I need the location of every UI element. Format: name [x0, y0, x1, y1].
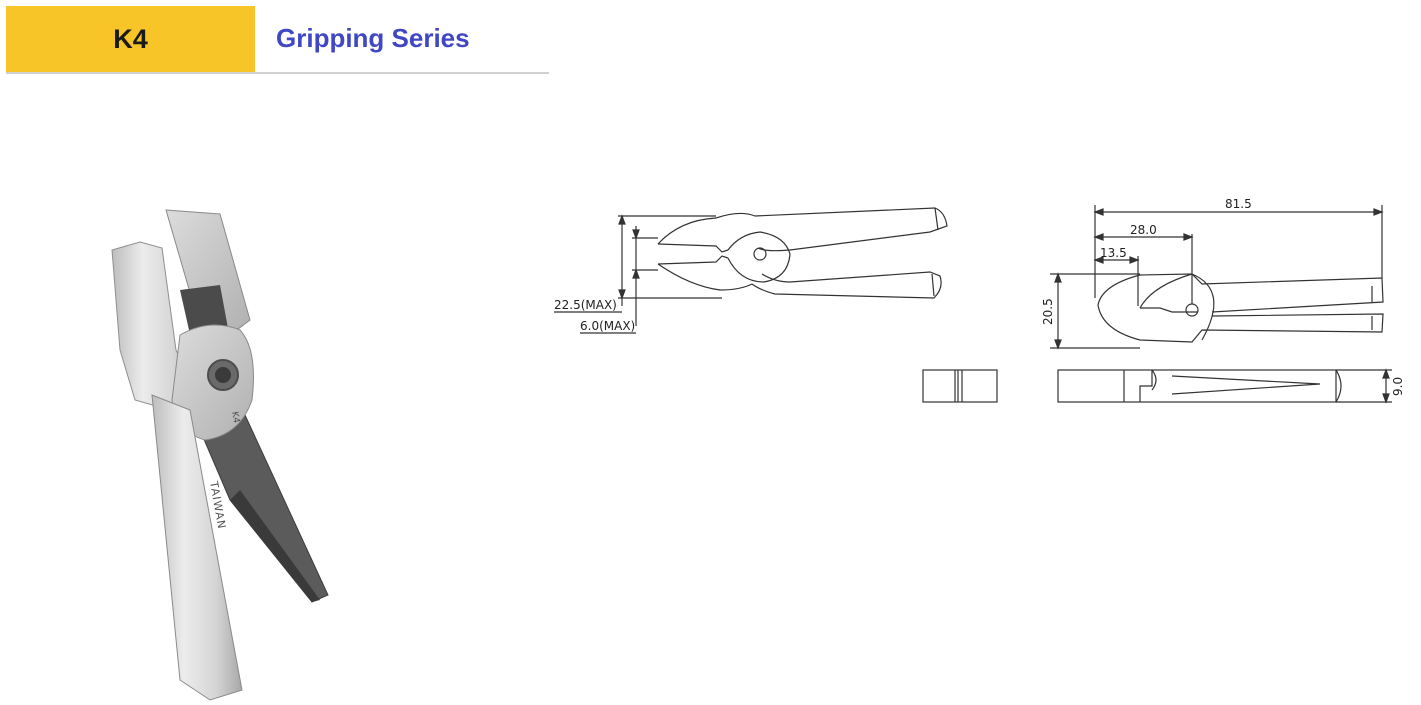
jaw-end-view	[922, 369, 998, 403]
technical-drawing: 22.5(MAX) 6.0(MAX) 81	[554, 197, 1405, 404]
header-divider	[6, 72, 549, 74]
model-label: K4	[113, 24, 148, 54]
side-view-closed	[1050, 205, 1384, 350]
side-view-open	[554, 207, 948, 334]
dim-jaw-length: 13.5	[1100, 246, 1127, 260]
top-view	[1057, 368, 1392, 404]
dim-pivot-distance: 28.0	[1130, 223, 1157, 237]
dim-total-length: 81.5	[1225, 197, 1252, 211]
dim-height: 20.5	[1041, 298, 1055, 325]
front-arm	[151, 394, 243, 701]
product-photo: K4 TAIWAN	[111, 209, 329, 701]
header: K4 Gripping Series	[0, 0, 560, 80]
model-tab: K4	[6, 6, 255, 73]
dim-thickness: 9.0	[1391, 377, 1405, 396]
dim-opening-max: 22.5(MAX)	[554, 298, 617, 312]
series-title: Gripping Series	[276, 23, 470, 53]
engraving-model: K4	[229, 411, 241, 424]
dim-min-max: 6.0(MAX)	[580, 319, 635, 333]
